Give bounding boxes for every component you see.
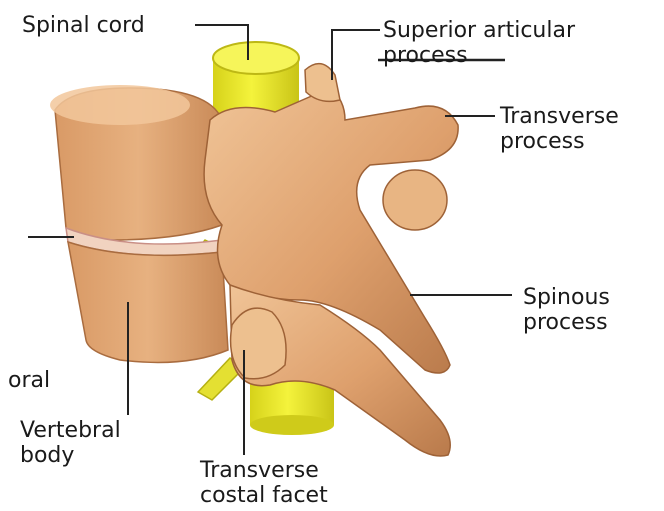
lower-vertebral-body xyxy=(68,242,228,362)
label-spinal-cord: Spinal cord xyxy=(22,13,145,38)
label-transverse-costal-facet: Transverse costal facet xyxy=(200,458,328,508)
upper-vertebral-body xyxy=(50,85,222,240)
label-superior-articular-process: Superior articular process xyxy=(383,18,575,68)
label-vertebral-body: Vertebral body xyxy=(20,418,121,468)
label-spinous-process: Spinous process xyxy=(523,285,610,335)
label-transverse-process: Transverse process xyxy=(500,104,619,154)
label-partial-left: oral xyxy=(8,368,50,393)
